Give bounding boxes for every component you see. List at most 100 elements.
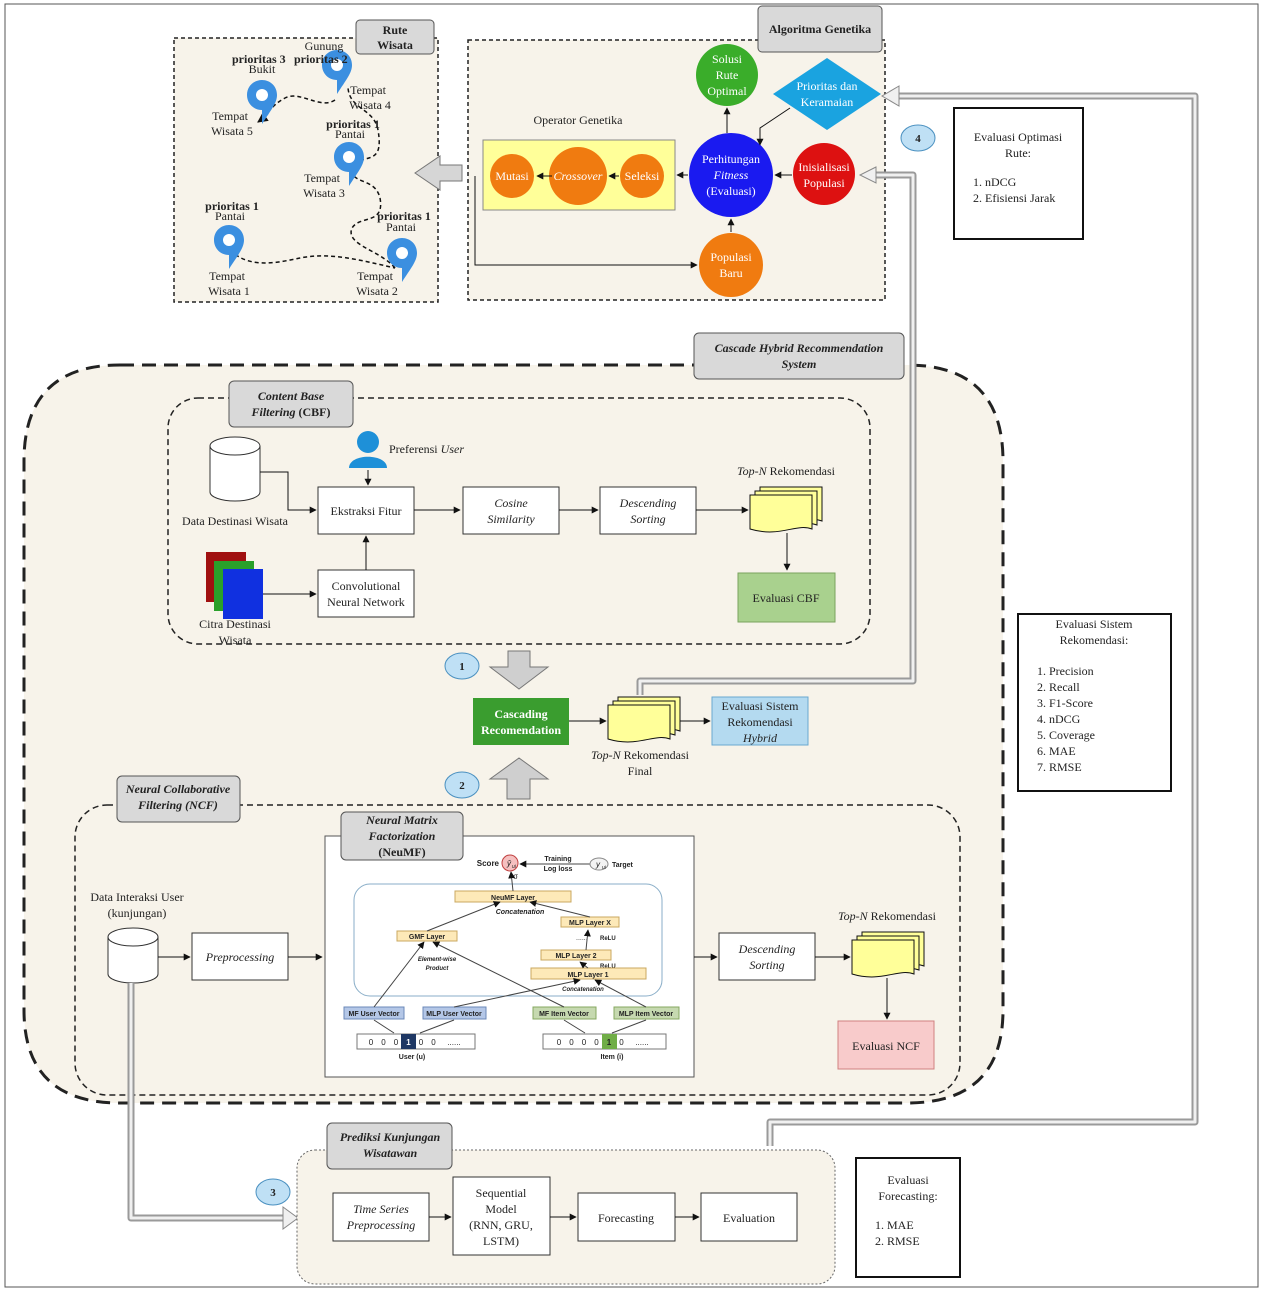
forecast-panel: Prediksi Kunjungan Wisatawan Time Series… [296, 1122, 836, 1285]
citra-l2: Wisata [219, 633, 253, 647]
nf-mf-user: MF User Vector [349, 1011, 400, 1018]
ts-l2: Preprocessing [346, 1218, 415, 1232]
forecast-title-1: Prediksi Kunjungan [340, 1130, 441, 1144]
inisialisasi-node [793, 143, 855, 205]
fitness-l3: (Evaluasi) [706, 184, 755, 198]
nf-logloss: Log loss [544, 866, 573, 873]
cnn-l1: Convolutional [332, 579, 401, 593]
badge-1-label: 1 [459, 661, 465, 673]
eval-sys-title-1: Evaluasi Sistem [1056, 617, 1134, 631]
forecast-arrowhead [282, 1206, 299, 1230]
label-prioritas-3: prioritas 3 [232, 52, 286, 66]
badge-4-label: 4 [915, 133, 921, 145]
label-pantai-b: Pantai [215, 209, 246, 223]
eval-hybrid-l1: Evaluasi Sistem [722, 699, 800, 713]
nf-y: y [595, 860, 601, 869]
onehot-cell: 0 [557, 1038, 562, 1047]
onehot-cell: 1 [607, 1038, 612, 1047]
genetic-algorithm-panel: Algoritma Genetika Operator Genetika Mut… [467, 5, 886, 301]
label-gunung: Gunung [305, 39, 344, 53]
badge-2-label: 2 [459, 780, 465, 792]
baru-l2: Baru [719, 266, 742, 280]
fitness-l2: Fitness [713, 168, 749, 182]
nf-concat-top: Concatenation [496, 909, 545, 916]
cbf-title-1: Content Base [258, 389, 325, 403]
final-document-stack-icon [607, 696, 681, 743]
nf-yhat: ŷ [506, 859, 512, 868]
eval-hybrid-l2: Rekomendasi [727, 715, 793, 729]
database-icon [209, 436, 261, 502]
nf-mlp-x: MLP Layer X [569, 920, 611, 927]
badge-3-label: 3 [270, 1187, 276, 1199]
evaluasi-rute-box: Evaluasi Optimasi Rute: 1. nDCG 2. Efisi… [953, 107, 1084, 240]
seq-l4: LSTM) [483, 1234, 519, 1248]
final-label: Final [628, 764, 653, 778]
fitness-node [689, 133, 773, 217]
label-pantai-c: Pantai [386, 220, 417, 234]
nf-sigma: σ [513, 872, 518, 881]
ga-to-route-arrow [414, 155, 463, 191]
label-prioritas-1-b: prioritas 1 [205, 199, 259, 213]
nf-mf-item: MF Item Vector [539, 1011, 589, 1018]
cascading-l2: Recomendation [481, 723, 561, 737]
prioritas-l2: Keramaian [801, 95, 854, 109]
nf-training: Training [544, 856, 571, 863]
preferensi-user: Preferensi User [389, 442, 464, 456]
fitness-l1: Perhitungan [702, 152, 760, 166]
nf-score: Score [477, 859, 500, 868]
nf-relu-1: ReLU [600, 936, 616, 942]
cascade-title-box [693, 332, 905, 380]
nf-item-label: Item (i) [601, 1054, 624, 1061]
eval-sys-title-2: Rekomendasi: [1060, 633, 1129, 647]
eval-rute-title-1: Evaluasi Optimasi [974, 130, 1063, 144]
ga-arrowhead [881, 85, 900, 107]
evaluasi-hybrid-box [711, 696, 809, 746]
outer-frame [4, 3, 1259, 1288]
onehot-cell: 0 [582, 1038, 587, 1047]
label-prioritas-2: prioritas 2 [294, 52, 348, 66]
mutasi-label: Mutasi [495, 169, 529, 183]
citra-l1: Citra Destinasi [199, 617, 271, 631]
nf-mlp-1: MLP Layer 1 [567, 972, 608, 979]
onehot-cell: 0 [619, 1038, 624, 1047]
connector-arrowhead [858, 166, 877, 184]
onehot-cell: 1 [406, 1038, 411, 1047]
eval-sys-item: 5. Coverage [1037, 728, 1095, 742]
tw3-line2: Wisata 3 [303, 186, 345, 200]
onehot-cell: ...... [635, 1038, 648, 1047]
crossover-label: Crossover [554, 169, 603, 183]
ga-title: Algoritma Genetika [769, 22, 871, 36]
nf-neumf-layer: NeuMF Layer [491, 895, 535, 902]
tw3-line1: Tempat [304, 171, 340, 185]
onehot-cell: 0 [431, 1038, 436, 1047]
cbf-title-2: Filtering (CBF) [250, 405, 330, 419]
populasi-baru-node [699, 233, 763, 297]
onehot-cell: 0 [594, 1038, 599, 1047]
nf-relu-2: ReLU [600, 964, 616, 970]
onehot-cell: 0 [569, 1038, 574, 1047]
seq-l2: Model [485, 1202, 517, 1216]
ncf-preprocessing: Preprocessing [205, 950, 274, 964]
ncf-panel: Neural Collaborative Filtering (NCF) Dat… [74, 775, 961, 1096]
badge-4 [900, 124, 936, 152]
route-segment-1-2 [229, 249, 396, 269]
label-prioritas-1-a: prioritas 1 [326, 117, 380, 131]
neumf-title-3: (NeuMF) [378, 845, 425, 859]
evaluasi-cbf: Evaluasi CBF [752, 591, 819, 605]
label-pantai-a: Pantai [335, 127, 366, 141]
onehot-cell: 0 [419, 1038, 424, 1047]
evaluasi-forecast-box: Evaluasi Forecasting: 1. MAE 2. RMSE [855, 1157, 961, 1278]
eval-hybrid-l3: Hybrid [742, 731, 778, 745]
eval-rute-title-2: Rute: [1005, 146, 1031, 160]
nf-yhat-sub: ui [512, 864, 517, 870]
seq-l1: Sequential [476, 1186, 527, 1200]
ekstraksi-fitur: Ekstraksi Fitur [331, 504, 402, 518]
image-stack-icon [206, 552, 263, 619]
evaluasi-sistem-box: Evaluasi Sistem Rekomendasi: 1. Precisio… [1017, 613, 1172, 792]
ncf-data-l1: Data Interaksi User [90, 890, 183, 904]
eval-fc-title-1: Evaluasi [887, 1173, 929, 1187]
tw5-line1: Tempat [212, 109, 248, 123]
cbf-desc-l2: Sorting [630, 512, 665, 526]
